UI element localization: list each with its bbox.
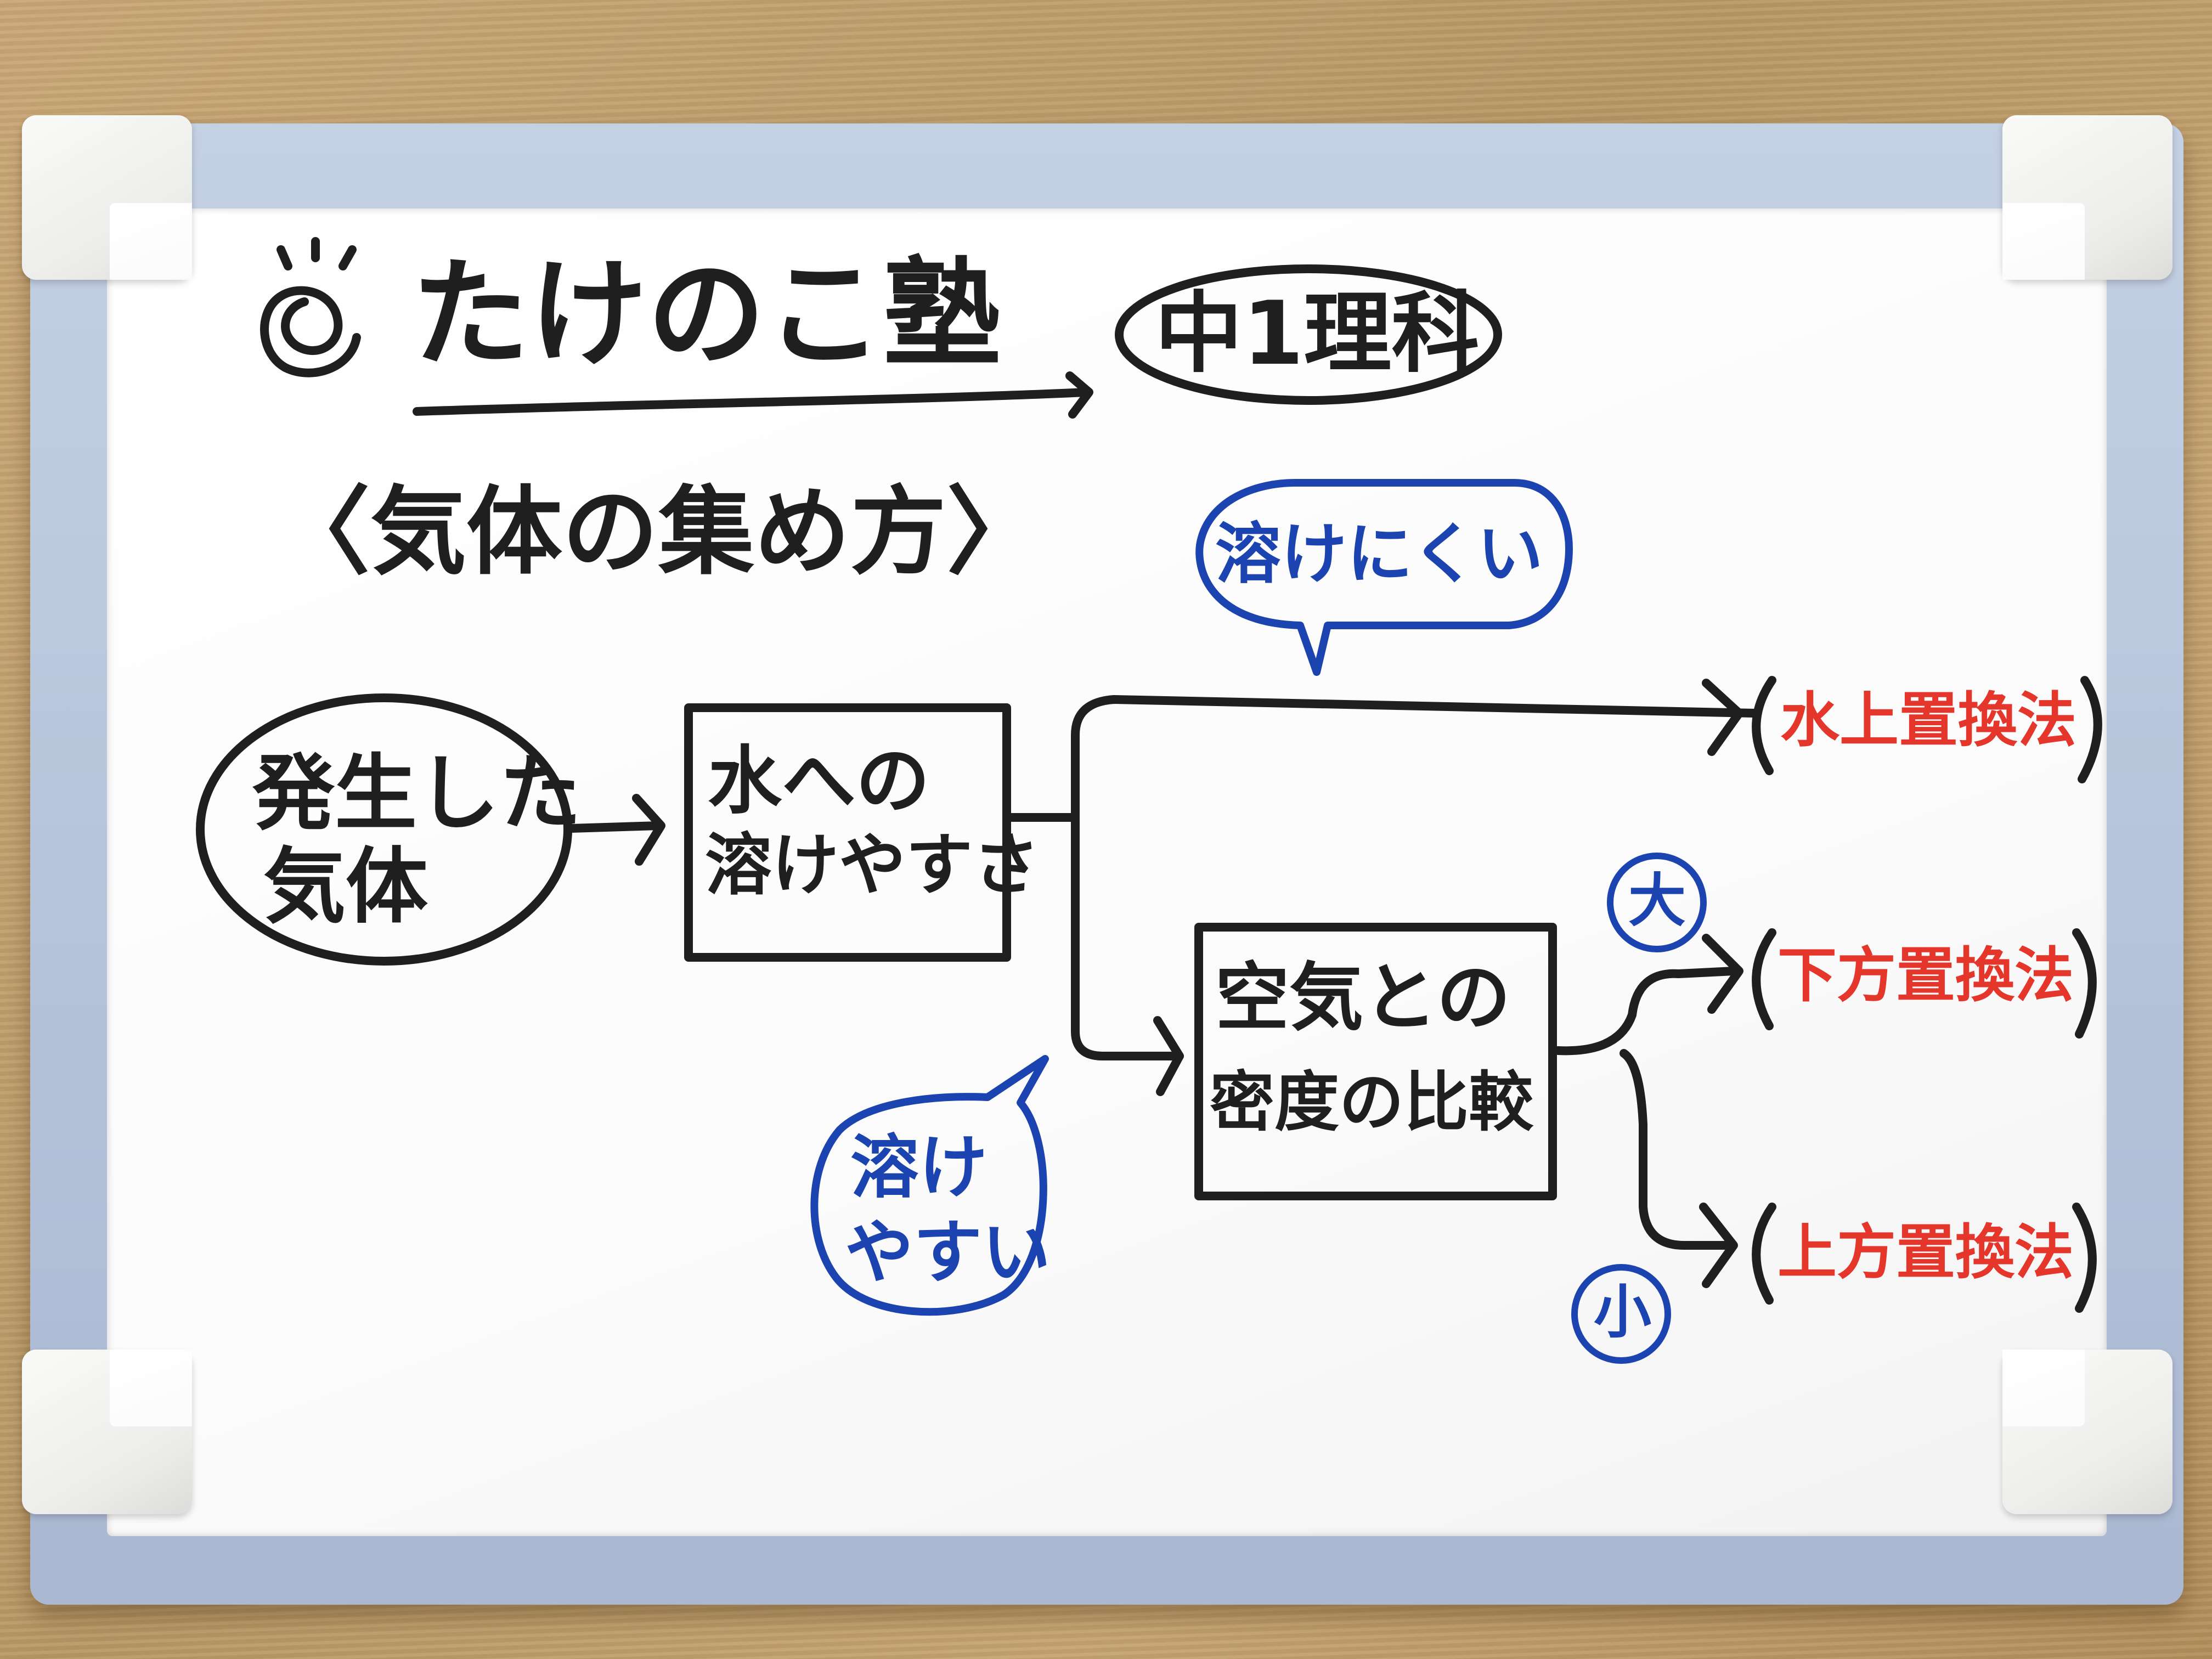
board-title: たけのこ塾 (411, 245, 1001, 383)
speech-bubble-easy (810, 1055, 1049, 1316)
small-marker-circle (1571, 1264, 1671, 1364)
branch-from-solubility (1005, 695, 1760, 1060)
method-brackets (1752, 676, 2102, 1313)
method-upward-displacement: 上方置換法 (1778, 1218, 2074, 1287)
arrowhead-upward (1699, 1203, 1738, 1288)
solubility-line2: 溶けやすさ (705, 826, 1040, 904)
density-box (1194, 923, 1557, 1200)
easy-to-dissolve-line1: 溶け (850, 1128, 988, 1207)
arrowhead-density (1153, 1016, 1184, 1096)
subject-label: 中1理科 (1155, 282, 1480, 385)
subject-oval (1115, 264, 1502, 405)
generated-gas-line1: 発生した (252, 746, 582, 842)
solubility-line1: 水への (708, 738, 930, 824)
corner-cap-bottom-left (22, 1350, 192, 1514)
corner-cap-top-right (2002, 115, 2172, 280)
arrow-gas-to-solubility (566, 794, 665, 866)
corner-cap-bottom-right (2002, 1350, 2172, 1514)
arrowhead-downward (1702, 934, 1743, 1014)
corner-cap-top-left (22, 115, 192, 280)
generated-gas-line2: 気体 (263, 839, 428, 935)
large-marker-circle (1607, 853, 1707, 952)
swirl-logo-icon (260, 237, 361, 377)
hard-to-dissolve-label: 溶けにくい (1215, 516, 1543, 592)
whiteboard-surface (107, 208, 2107, 1536)
branch-from-density (1554, 967, 1738, 1250)
arrowhead-water (1702, 679, 1743, 756)
title-underline-arrow (413, 371, 1093, 419)
solubility-box (684, 703, 1011, 962)
method-water-displacement: 水上置換法 (1780, 686, 2077, 755)
section-heading: 〈気体の集め方〉 (274, 477, 1042, 588)
density-line1: 空気との (1215, 955, 1511, 1041)
method-downward-displacement: 下方置換法 (1778, 941, 2074, 1010)
easy-to-dissolve-line2: やすい (845, 1213, 1051, 1293)
density-line2: 密度の比較 (1210, 1064, 1534, 1140)
large-marker-label: 大 (1628, 867, 1686, 934)
small-marker-label: 小 (1594, 1279, 1652, 1346)
speech-bubble-hard (1195, 479, 1573, 676)
